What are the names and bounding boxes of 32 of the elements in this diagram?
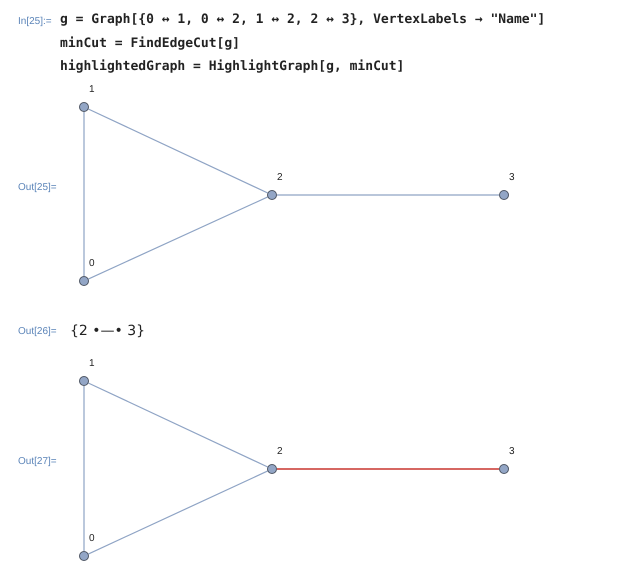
graph-edge	[88, 382, 268, 468]
graph-edge	[88, 196, 268, 280]
cell-prompt: Out[27]=	[18, 456, 57, 467]
cell-prompt: Out[25]=	[18, 182, 57, 193]
code-line: highlightedGraph = HighlightGraph[g, minCut]	[60, 59, 404, 74]
vertex-dot	[79, 376, 89, 386]
graph-edge	[83, 386, 85, 551]
code-line: minCut = FindEdgeCut[g]	[60, 36, 240, 51]
graph-edge	[277, 468, 499, 470]
vertex-label: 2	[277, 446, 283, 457]
graph-edge	[88, 470, 268, 554]
vertex-dot	[79, 276, 89, 286]
vertex-dot	[499, 464, 509, 474]
vertex-label: 2	[277, 172, 283, 183]
vertex-dot	[79, 551, 89, 561]
graph-edge	[88, 108, 268, 194]
output-text: {2 •—• 3}	[70, 323, 146, 339]
code-line: g = Graph[{0 ↔ 1, 0 ↔ 2, 1 ↔ 2, 2 ↔ 3}, VertexLabels → "Name"]	[60, 12, 546, 27]
vertex-label: 0	[89, 258, 95, 269]
vertex-dot	[79, 102, 89, 112]
cell-prompt: In[25]:=	[18, 16, 52, 27]
vertex-label: 0	[89, 533, 95, 544]
cell-prompt: Out[26]=	[18, 326, 57, 337]
vertex-dot	[499, 190, 509, 200]
vertex-dot	[267, 190, 277, 200]
graph-edge	[277, 194, 499, 196]
vertex-label: 1	[89, 358, 95, 369]
vertex-dot	[267, 464, 277, 474]
vertex-label: 3	[509, 446, 515, 457]
graph-edge	[83, 112, 85, 276]
vertex-label: 1	[89, 84, 95, 95]
vertex-label: 3	[509, 172, 515, 183]
